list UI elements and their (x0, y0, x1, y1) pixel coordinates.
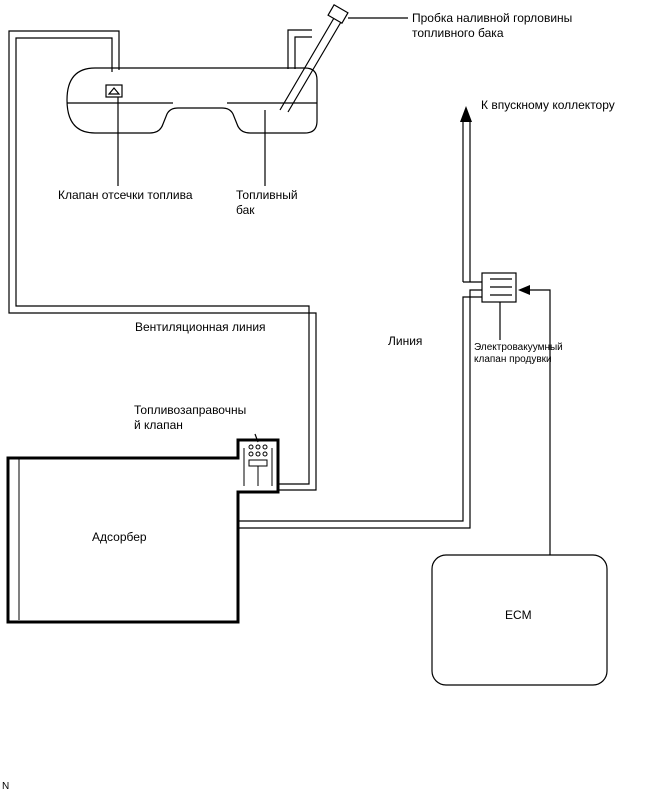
vent-line-outer (8, 30, 317, 491)
ecm-signal-line (530, 289, 551, 555)
vsv-coil (490, 278, 512, 296)
vent-line-inner (15, 37, 310, 485)
label-filler-cap: Пробка наливной горловины топливного бак… (412, 11, 573, 40)
fuel-tank (66, 67, 318, 134)
label-ecm: ECM (505, 608, 532, 622)
filler-neck (279, 17, 342, 113)
intake-line (462, 122, 482, 283)
label-refuel-valve: Топливозаправочны й клапан (134, 403, 247, 432)
refuel-valve-symbol (243, 444, 273, 486)
ecm-arrow-icon (518, 285, 530, 295)
label-intake: К впускному коллектору (481, 98, 615, 112)
label-cutoff-valve: Клапан отсечки топлива (58, 188, 193, 202)
cutoff-valve-float (107, 87, 121, 95)
ecm-box (431, 554, 608, 686)
label-line: Линия (388, 334, 423, 348)
label-fuel-tank: Топливный бак (236, 188, 298, 217)
purge-line-outer (238, 289, 482, 529)
intake-arrow-icon (460, 106, 472, 122)
purge-line-inner (238, 296, 482, 522)
label-canister: Адсорбер (92, 530, 147, 544)
filler-vent-pipe (287, 29, 312, 69)
vsv-body (481, 272, 517, 303)
label-vsv: Электровакуумный клапан продувки (474, 342, 563, 365)
filler-cap-symbol (327, 3, 349, 25)
cutoff-valve-symbol (105, 84, 123, 98)
label-vent-line: Вентиляционная линия (135, 320, 266, 334)
corner-mark: N (2, 781, 10, 792)
canister-box (6, 438, 280, 624)
